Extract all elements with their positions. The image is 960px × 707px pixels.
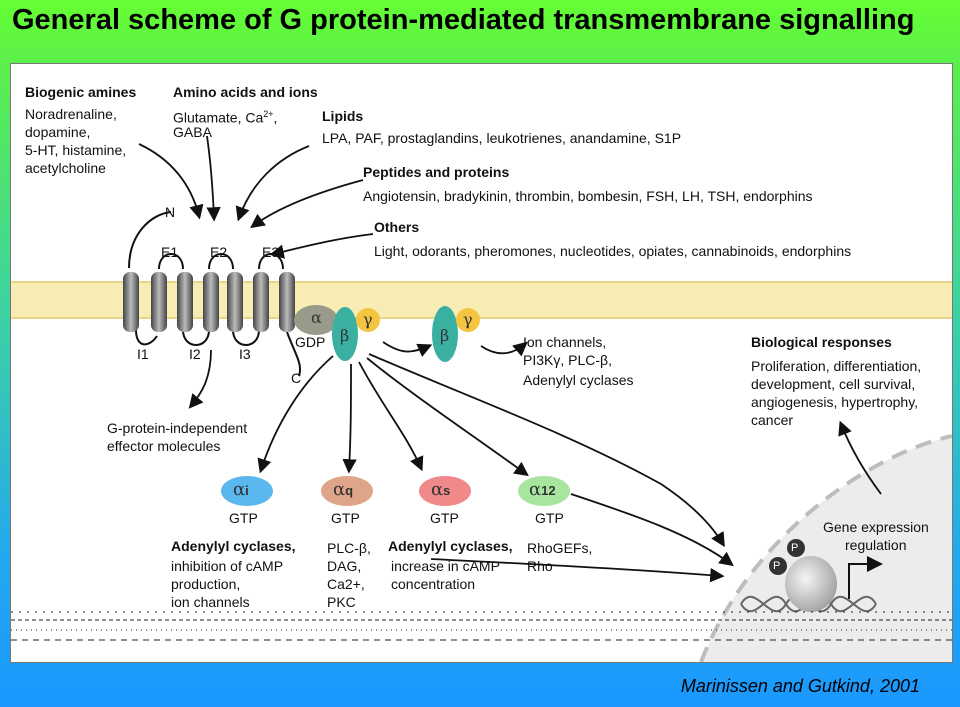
gs-effector-line: increase in cAMP	[391, 558, 500, 574]
peptides-heading: Peptides and proteins	[363, 164, 510, 180]
gtp-label: GTP	[331, 510, 360, 526]
gbeta-shape	[332, 307, 358, 361]
biological-line: cancer	[751, 412, 794, 428]
phospho-circle-2	[769, 557, 787, 575]
betagamma-target: PI3Kγ, PLC-β,	[523, 352, 612, 368]
gq-effector-heading: PLC-β,	[327, 540, 371, 556]
betagamma-target: Ion channels,	[523, 334, 607, 350]
phospho-label-2: P	[773, 560, 781, 572]
peptides-text: Angiotensin, bradykinin, thrombin, bombe…	[363, 188, 813, 204]
gq-effector-line: DAG,	[327, 558, 362, 574]
n-terminus-label: N	[165, 204, 176, 220]
biogenic-line: Noradrenaline,	[25, 106, 117, 122]
gtp-label: GTP	[430, 510, 459, 526]
citation: Marinissen and Gutkind, 2001	[680, 676, 920, 696]
free-gbeta-shape	[432, 306, 458, 362]
g12-effector-heading: RhoGEFs,	[527, 540, 593, 556]
galpha-s-label: αs	[431, 479, 451, 500]
signal-arrows	[138, 135, 882, 583]
amino-acids-line2: GABA	[173, 124, 212, 140]
i2-label: I2	[189, 346, 201, 362]
biogenic-line: dopamine,	[25, 124, 91, 140]
galpha-i-shape	[221, 476, 273, 506]
galpha-s-shape	[419, 476, 471, 506]
g12-effector-line: Rho	[527, 558, 553, 574]
biological-line: development, cell survival,	[751, 376, 916, 392]
galpha-q-label: αq	[333, 479, 354, 500]
free-ggamma-shape	[456, 308, 480, 332]
others-text: Light, odorants, pheromones, nucleotides…	[374, 243, 852, 259]
biogenic-amines-heading: Biogenic amines	[25, 84, 137, 100]
i1-label: I1	[137, 346, 149, 362]
betagamma-target: Adenylyl cyclases	[523, 372, 634, 388]
biogenic-line: 5-HT, histamine,	[25, 142, 127, 158]
scan-noise	[11, 611, 952, 641]
biological-line: angiogenesis, hypertrophy,	[751, 394, 919, 410]
amino-acids-line1: Glutamate, Ca2+,	[173, 109, 278, 126]
independent-line: G-protein-independent	[107, 420, 248, 436]
galpha-q-shape	[321, 476, 373, 506]
others-heading: Others	[374, 219, 420, 235]
transcription-arrow	[848, 556, 883, 599]
receptor-loops	[128, 211, 301, 377]
gbeta-symbol: β	[340, 326, 350, 345]
independent-line: effector molecules	[107, 438, 221, 454]
free-ggamma-symbol: γ	[463, 310, 473, 329]
lipids-text: LPA, PAF, prostaglandins, leukotrienes, …	[322, 130, 682, 146]
e1-label: E1	[161, 244, 179, 260]
gdp-label: GDP	[295, 334, 326, 350]
biological-line: Proliferation, differentiation,	[751, 358, 922, 374]
gene-expression-line: regulation	[845, 537, 907, 553]
phospho-label-1: P	[791, 542, 799, 554]
phospho-circle-1	[787, 539, 805, 557]
gq-effector-line: PKC	[327, 594, 356, 610]
galpha-12-label: α12	[529, 479, 556, 500]
gtp-label: GTP	[229, 510, 258, 526]
diagram-artwork	[11, 135, 952, 662]
e3-label: E3	[262, 244, 280, 260]
cell-membrane	[11, 282, 952, 318]
gi-effector-heading: Adenylyl cyclases,	[171, 538, 296, 554]
ggamma-shape	[356, 308, 380, 332]
gtp-label: GTP	[535, 510, 564, 526]
gi-effector-line: ion channels	[171, 594, 250, 610]
gene-expression-line: Gene expression	[823, 519, 929, 535]
gi-effector-line: production,	[171, 576, 241, 592]
biogenic-line: acetylcholine	[25, 160, 106, 176]
gs-effector-heading: Adenylyl cyclases,	[388, 538, 513, 554]
diagram-panel: Biogenic amines Noradrenaline, dopamine,…	[10, 63, 953, 663]
i3-label: I3	[239, 346, 251, 362]
galpha-gdp-shape	[294, 305, 338, 335]
gq-effector-line: Ca2+,	[327, 576, 365, 592]
ggamma-symbol: γ	[363, 310, 373, 329]
free-gbeta-symbol: β	[440, 326, 450, 345]
e2-label: E2	[210, 244, 228, 260]
transcription-complex	[785, 556, 837, 612]
galpha-i-label: αi	[233, 479, 249, 500]
receptor-helices	[123, 272, 295, 332]
gs-effector-line: concentration	[391, 576, 476, 592]
amino-acids-heading: Amino acids and ions	[173, 84, 318, 100]
galpha-symbol: α	[311, 308, 322, 327]
page-title: General scheme of G protein-mediated tra…	[12, 4, 915, 36]
gi-effector-line: inhibition of cAMP	[171, 558, 284, 574]
c-terminus-label: C	[291, 370, 302, 386]
galpha-12-shape	[518, 476, 570, 506]
lipids-heading: Lipids	[322, 108, 364, 124]
nucleus-region	[701, 436, 952, 662]
biological-responses-heading: Biological responses	[751, 334, 892, 350]
